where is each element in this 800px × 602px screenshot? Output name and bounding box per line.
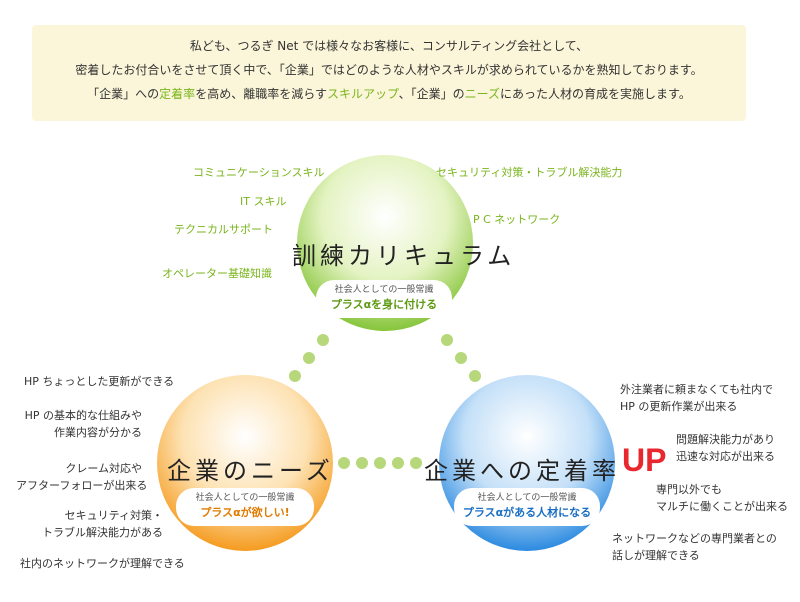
retention-pill-sub: 社会人としての一般常識 <box>477 493 577 503</box>
retention-item: ネットワークなどの専門業者との 話しが理解できる <box>612 532 777 562</box>
needs-item: クレーム対応や アフターフォローが出来る <box>16 462 148 492</box>
highlight-needs: ニーズ <box>464 87 501 101</box>
training-pill-sub: 社会人としての一般常識 <box>334 285 434 295</box>
highlight-skillup: スキルアップ <box>326 87 399 101</box>
retention-item: 外注業者に頼まなくても社内で HP の更新作業が出来る <box>620 383 774 413</box>
retention-title: 企業への定着率 <box>424 457 620 485</box>
retention-item: 問題解決能力があり 迅速な対応が出来る <box>676 433 775 463</box>
intro-box: 私ども、つるぎ Net では様々なお客様に、コンサルティング会社として、 密着し… <box>32 25 746 121</box>
needs-pill: 社会人としての一般常識 プラスαが欲しい! <box>176 488 314 526</box>
needs-item: セキュリティ対策・ トラブル解決能力がある <box>42 509 163 539</box>
needs-item: 社内のネットワークが理解できる <box>20 557 185 570</box>
intro-line-2: 密着したお付合いをさせて頂く中で、「企業」ではどのような人材やスキルが求められて… <box>75 63 703 77</box>
training-skill-operator: オペレーター基礎知識 <box>162 267 272 280</box>
intro-line-1: 私ども、つるぎ Net では様々なお客様に、コンサルティング会社として、 <box>189 39 589 53</box>
needs-item: HP ちょっとした更新ができる <box>24 375 175 388</box>
training-skill-security: セキュリティ対策・トラブル解決能力 <box>436 166 623 179</box>
training-skill-pc-network: P C ネットワーク <box>473 213 561 226</box>
highlight-retention: 定着率 <box>159 87 196 101</box>
training-pill: 社会人としての一般常識 プラスαを身に付ける <box>316 280 452 318</box>
needs-item: HP の基本的な仕組みや 作業内容が分かる <box>24 409 142 439</box>
training-skill-it: IT スキル <box>240 195 287 208</box>
retention-pill: 社会人としての一般常識 プラスαがある人材になる <box>454 488 600 526</box>
training-skill-communication: コミュニケーションスキル <box>193 166 325 179</box>
retention-pill-main: プラスαがある人材になる <box>462 506 592 519</box>
training-skill-tech-support: テクニカルサポート <box>174 223 273 236</box>
needs-pill-sub: 社会人としての一般常識 <box>195 493 295 503</box>
training-pill-main: プラスαを身に付ける <box>330 298 438 311</box>
intro-line-3: 「企業」への定着率を高め、離職率を減らすスキルアップ、「企業」のニーズにあった人… <box>87 87 691 101</box>
retention-item: 専門以外でも マルチに働くことが出来る <box>656 483 788 513</box>
needs-pill-main: プラスαが欲しい! <box>200 506 290 519</box>
training-title: 訓練カリキュラム <box>292 242 516 270</box>
needs-title: 企業のニーズ <box>167 457 334 485</box>
up-label: UP <box>622 442 667 478</box>
